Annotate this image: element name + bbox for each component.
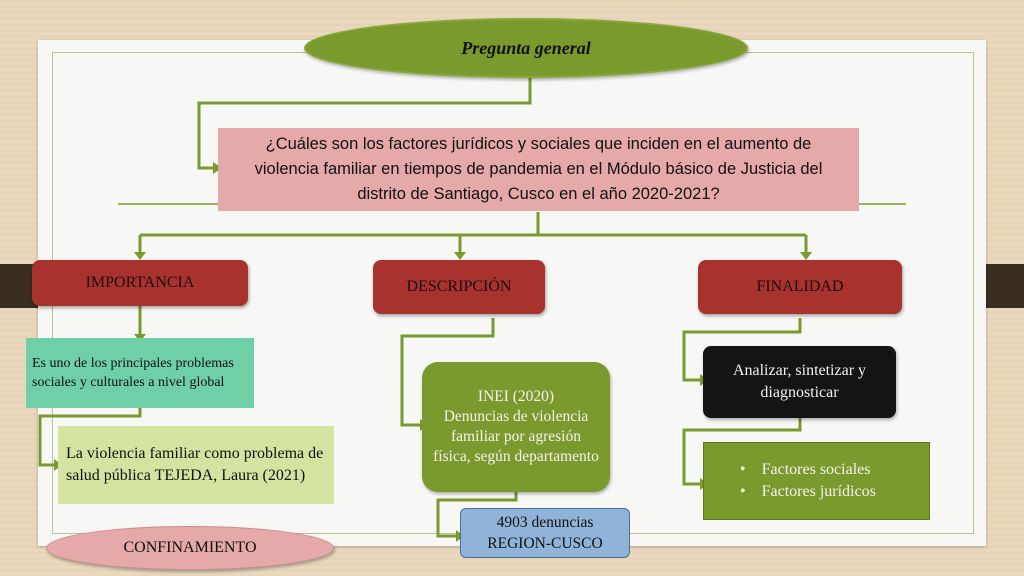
descripcion-box: DESCRIPCIÓN [373,260,545,314]
denuncias-count: 4903 denuncias [496,514,594,531]
finalidad-label: FINALIDAD [756,278,844,295]
finalidad-box: FINALIDAD [698,260,902,314]
descripcion-label: DESCRIPCIÓN [406,278,512,295]
general-question-title: Pregunta general [461,37,591,58]
bullet-icon: • [740,461,762,478]
importancia-label: IMPORTANCIA [85,274,195,291]
factor-item-2: • Factores jurídicos [740,481,876,503]
confinamiento-ellipse: CONFINAMIENTO [46,526,334,570]
importancia-box: IMPORTANCIA [32,260,248,306]
factor-item-1-text: Factores sociales [761,461,871,478]
region-label: REGION-CUSCO [487,535,603,552]
inei-source: INEI (2020) [477,388,555,405]
importancia-point-1: Es uno de los principales problemas soci… [26,338,254,408]
question-text: ¿Cuáles son los factores jurídicos y soc… [254,135,823,203]
finalidad-action-text: Analizar, sintetizar y diagnosticar [732,362,867,401]
bullet-icon: • [740,483,762,500]
factor-item-2-text: Factores jurídicos [761,483,876,500]
inei-detail: Denuncias de violencia familiar por agre… [433,408,599,465]
question-box: ¿Cuáles son los factores jurídicos y soc… [218,128,859,211]
factor-item-1: • Factores sociales [740,459,870,481]
importancia-point-2-text: La violencia familiar como problema de s… [66,445,324,484]
denuncias-count-box: 4903 denuncias REGION-CUSCO [460,508,630,558]
importancia-point-2: La violencia familiar como problema de s… [58,426,334,504]
importancia-point-1-text: Es uno de los principales problemas soci… [32,356,234,390]
confinamiento-label: CONFINAMIENTO [123,539,257,556]
general-question-ellipse: Pregunta general [304,18,748,78]
finalidad-action-box: Analizar, sintetizar y diagnosticar [703,346,896,418]
factors-box: • Factores sociales • Factores jurídicos [703,442,930,520]
inei-box: INEI (2020) Denuncias de violencia famil… [422,362,610,492]
